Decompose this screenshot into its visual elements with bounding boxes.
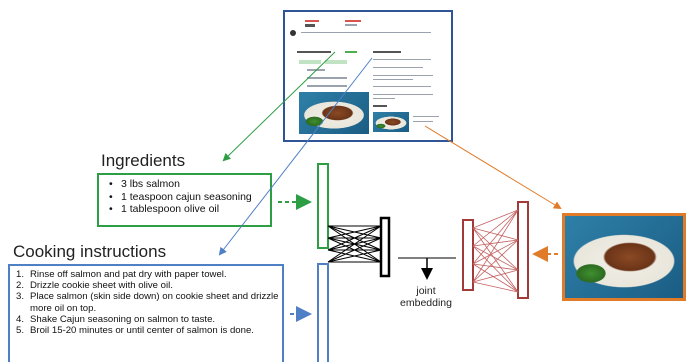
recipe-page-thumbnail: [283, 10, 453, 142]
ingredient-item: 1 teaspoon cajun seasoning: [107, 191, 270, 204]
instruction-item: 4.Shake Cajun seasoning on salmon to tas…: [16, 313, 216, 325]
joint-embedding-label: joint embedding: [384, 285, 468, 309]
joint-embedding-bar: [379, 216, 391, 278]
ingredients-link-arrow: [222, 51, 336, 162]
image-joint-bar: [462, 219, 474, 291]
food-image: [562, 213, 686, 301]
joint-embedding-text: joint embedding: [400, 285, 452, 309]
instructions-title: Cooking instructions: [13, 242, 167, 261]
thumbnail-food-photo: [299, 92, 369, 134]
image-link-arrow: [424, 125, 562, 210]
instructions-list: 1.Rinse off salmon and pat dry with pape…: [16, 269, 282, 336]
instruction-item: 3.Place salmon (skin side down) on cooki…: [16, 291, 279, 314]
instructions-link-arrow: [218, 57, 373, 256]
instruction-item: 2.Drizzle cookie sheet with olive oil.: [16, 280, 173, 292]
text-connections: [327, 225, 382, 263]
instruction-item: 5.Broil 15-20 minutes or until center of…: [16, 325, 254, 337]
ingredient-item: 1 tablespoon olive oil: [107, 203, 270, 216]
ingredient-item: 3 lbs salmon: [107, 178, 270, 191]
instructions-encoder-bar: [317, 263, 329, 362]
ingredients-box: 3 lbs salmon 1 teaspoon cajun seasoning …: [97, 173, 272, 227]
image-encoder-bar: [517, 201, 529, 299]
ingredients-list: 3 lbs salmon 1 teaspoon cajun seasoning …: [107, 178, 270, 216]
ingredients-title: Ingredients: [101, 151, 186, 170]
thumbnail-small-photo: [373, 112, 409, 132]
image-connections: [472, 209, 519, 293]
instructions-box: 1.Rinse off salmon and pat dry with pape…: [8, 264, 284, 362]
instruction-item: 1.Rinse off salmon and pat dry with pape…: [16, 269, 227, 280]
ingredients-encoder-bar: [317, 163, 329, 249]
